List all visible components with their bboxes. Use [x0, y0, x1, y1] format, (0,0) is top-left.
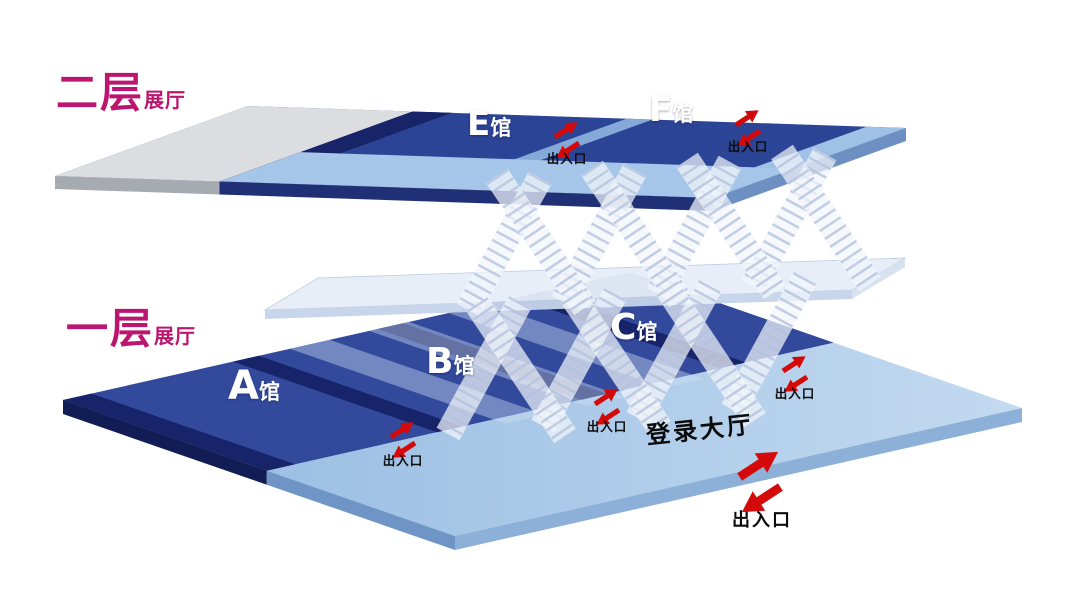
- exit-label-floor1-mid: 出入口: [586, 419, 628, 434]
- hall-b-label: B馆: [426, 341, 475, 382]
- exit-label-floor2-f: 出入口: [727, 139, 769, 154]
- hall-a-label: A馆: [228, 363, 280, 409]
- hall-f-label: F馆: [649, 90, 694, 130]
- exit-label-floor1-right: 出入口: [774, 386, 816, 401]
- exit-label-main: 出入口: [732, 510, 792, 531]
- exit-label-floor2-e: 出入口: [546, 151, 588, 166]
- hall-c-label: C馆: [610, 307, 658, 348]
- floor1-title-big: 一层: [66, 304, 155, 353]
- floor2-title-small: 展厅: [144, 88, 187, 112]
- exit-label-floor1-left: 出入口: [382, 453, 424, 468]
- floor2-title: 二层展厅: [56, 72, 186, 114]
- floor1-title: 一层展厅: [66, 308, 196, 350]
- floor1-title-small: 展厅: [154, 324, 197, 348]
- hall-e-label: E馆: [467, 104, 512, 144]
- floor2-title-big: 二层: [56, 68, 145, 117]
